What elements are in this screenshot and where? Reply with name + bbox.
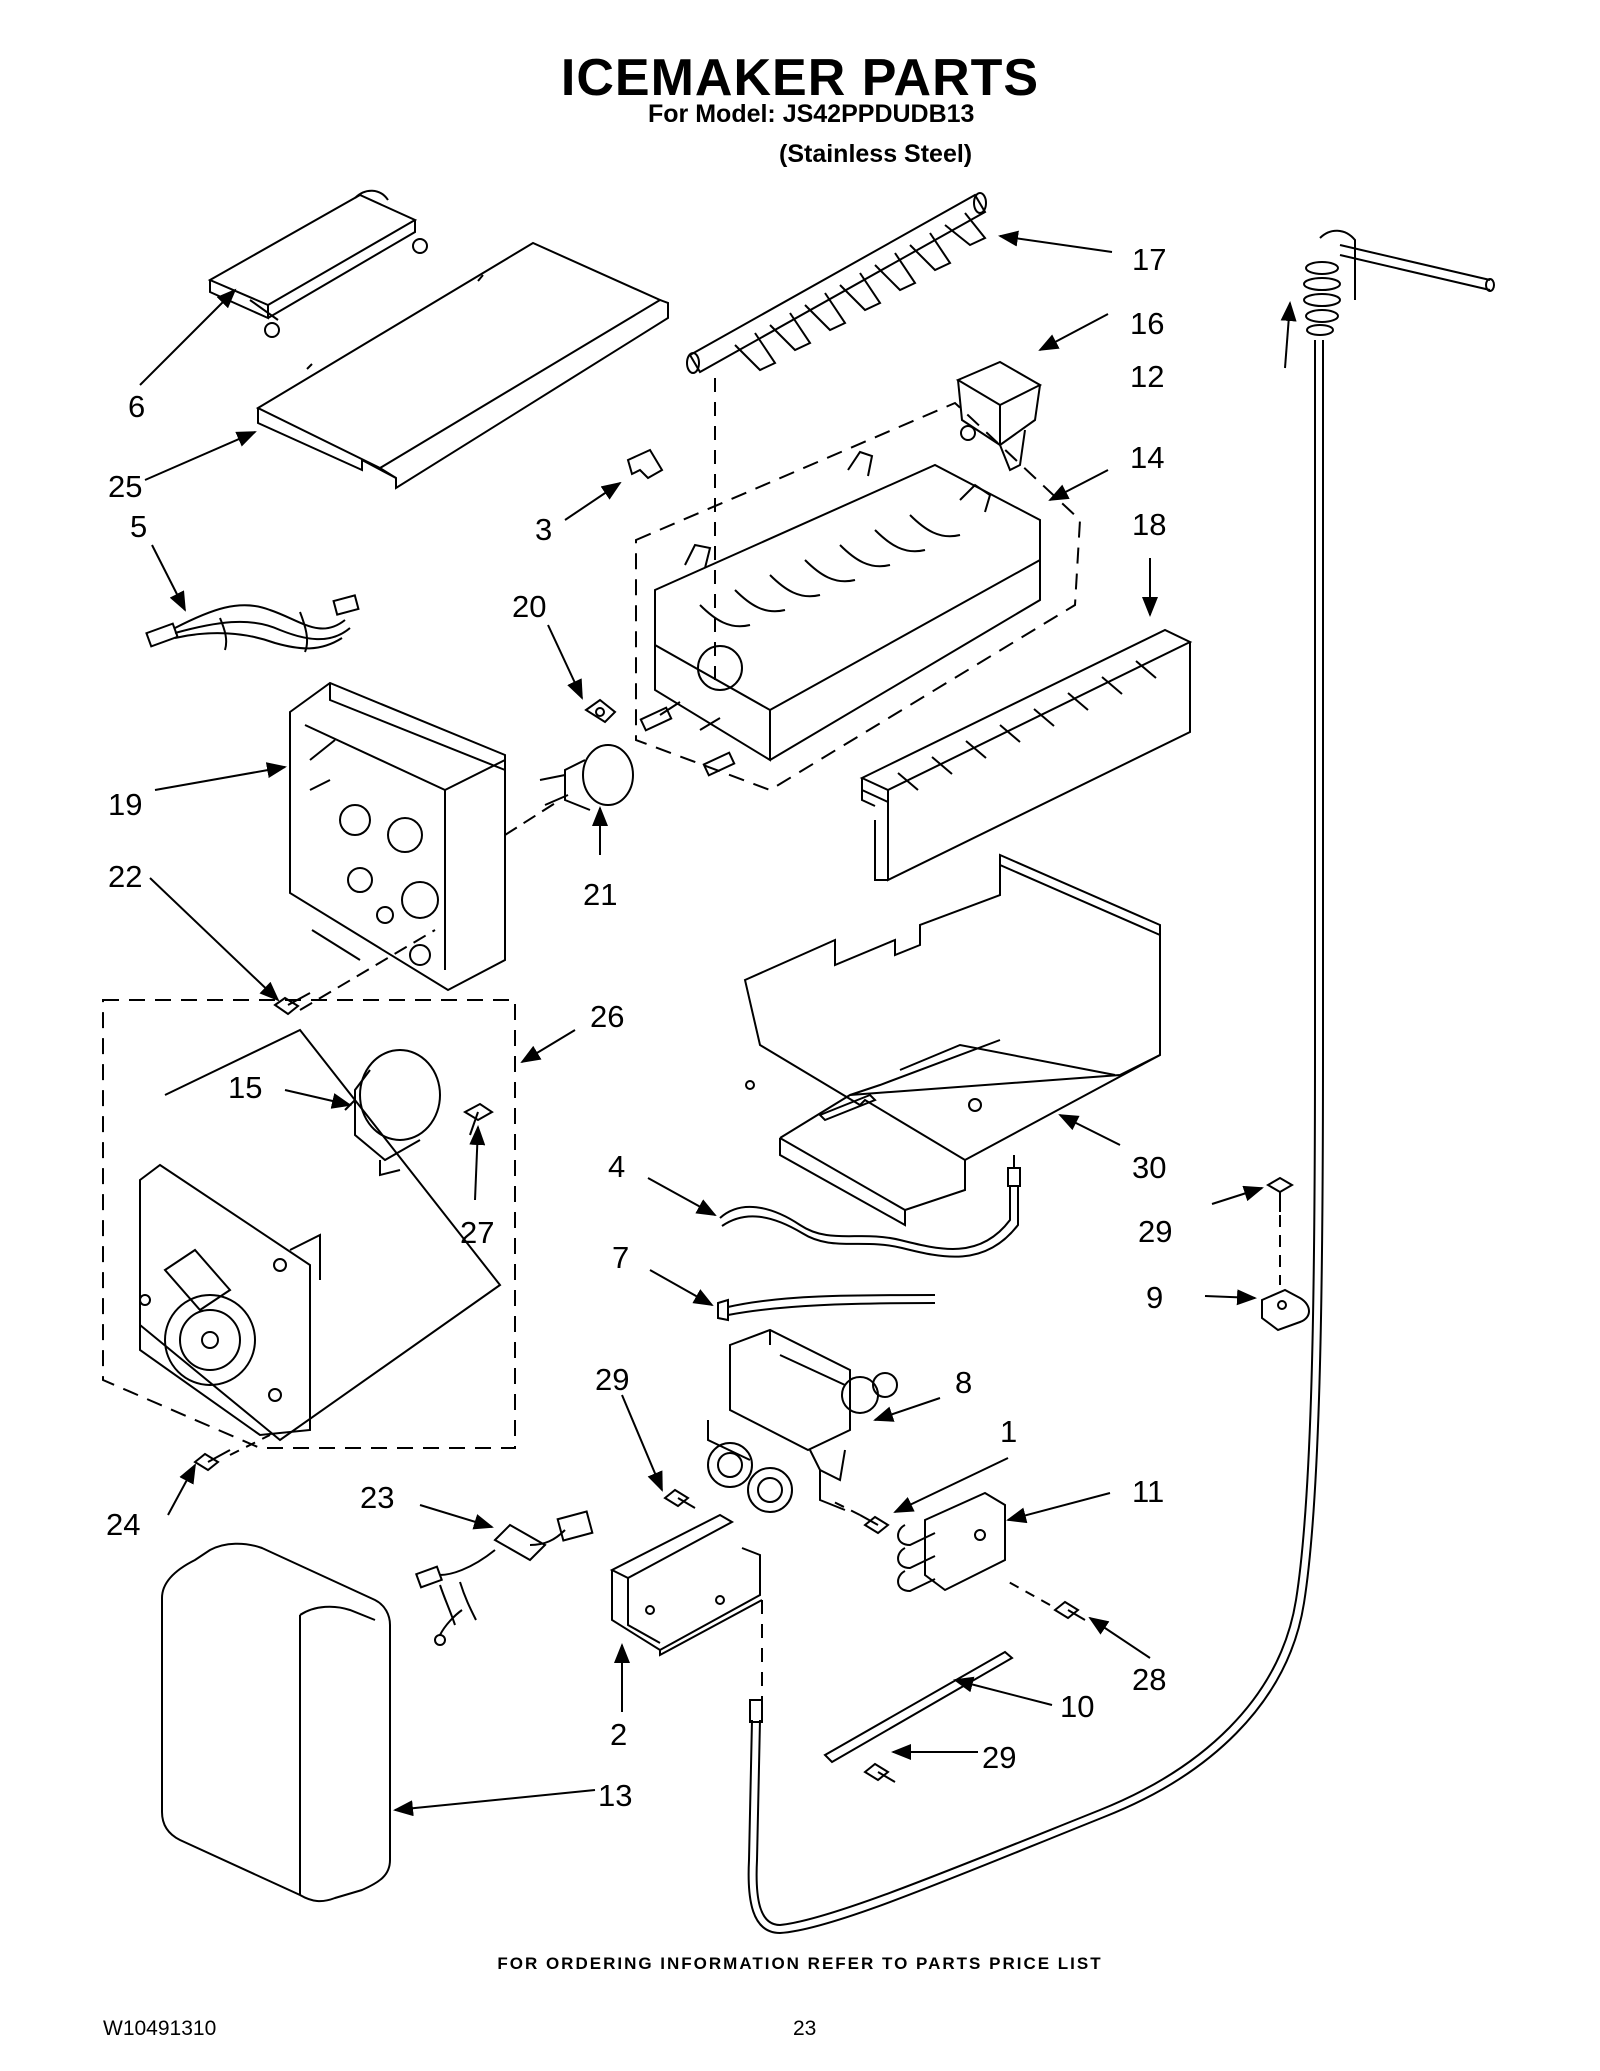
callout-2: 2	[610, 1717, 627, 1752]
callout-leaders	[139, 230, 1297, 1817]
callout-1: 1	[1000, 1414, 1017, 1449]
callout-3: 3	[535, 512, 552, 547]
callout-30: 30	[1132, 1150, 1166, 1185]
callout-28: 28	[1132, 1662, 1166, 1697]
part-23-wire-harness	[414, 1510, 594, 1646]
part-12-water-line	[747, 229, 1495, 1935]
callout-29-upper: 29	[1138, 1214, 1172, 1249]
callout-7: 7	[612, 1240, 629, 1275]
part-20-clip	[584, 698, 617, 724]
page-number: 23	[793, 2017, 817, 2040]
alignment-line	[504, 799, 561, 836]
callout-26: 26	[590, 999, 624, 1034]
callout-20: 20	[512, 589, 546, 624]
callout-6: 6	[128, 389, 145, 424]
part-26-motor-assembly	[102, 999, 516, 1449]
model-subtitle: For Model: JS42PPDUDB13	[648, 100, 975, 128]
callout-29-middle: 29	[595, 1362, 629, 1397]
part-7-tube	[717, 1294, 936, 1322]
part-6-shelf-bracket	[207, 189, 428, 338]
callout-16: 16	[1130, 306, 1164, 341]
part-15-motor	[344, 1049, 441, 1177]
part-18-ice-stripper	[859, 628, 1193, 882]
part-28-screw	[1053, 1600, 1086, 1621]
part-19-control-housing	[289, 681, 506, 992]
ordering-note: FOR ORDERING INFORMATION REFER TO PARTS …	[497, 1954, 1103, 1973]
part-9-clip	[1261, 1288, 1310, 1332]
part-29-screw-lower	[863, 1762, 896, 1783]
callout-21: 21	[583, 877, 617, 912]
part-10-strip	[823, 1650, 1014, 1764]
finish-subtitle: (Stainless Steel)	[779, 140, 973, 168]
part-25-cover	[255, 241, 669, 490]
callout-18: 18	[1132, 507, 1166, 542]
page-title: ICEMAKER PARTS	[560, 49, 1040, 107]
callout-12: 12	[1130, 359, 1164, 394]
part-3-clip	[626, 448, 664, 480]
callout-24: 24	[106, 1507, 140, 1542]
alignment-line	[299, 929, 436, 1011]
callout-19: 19	[108, 787, 142, 822]
callout-11: 11	[1132, 1474, 1164, 1509]
part-2-bracket	[609, 1513, 763, 1657]
alignment-line	[229, 1434, 271, 1456]
callout-25: 25	[108, 469, 142, 504]
callout-27: 27	[460, 1215, 494, 1250]
callout-15: 15	[228, 1070, 262, 1105]
callout-5: 5	[130, 509, 147, 544]
callout-9: 9	[1146, 1280, 1163, 1315]
callout-23: 23	[360, 1480, 394, 1515]
part-5-wire-harness	[145, 594, 360, 653]
part-4-fill-tube	[719, 1155, 1021, 1258]
part-29-screw	[663, 1488, 696, 1509]
callout-14: 14	[1130, 440, 1164, 475]
part-16-fill-cup	[955, 360, 1043, 472]
part-8-water-valve	[707, 1328, 898, 1513]
callout-4: 4	[608, 1149, 625, 1184]
callout-22: 22	[108, 859, 142, 894]
callout-8: 8	[955, 1365, 972, 1400]
part-14-mold	[635, 401, 1082, 792]
part-22-screw	[273, 992, 311, 1016]
part-11-clamp	[897, 1491, 1006, 1593]
part-17-ejector-blades	[686, 192, 987, 374]
part-24-screw	[193, 1449, 231, 1472]
part-21-thermostat	[539, 744, 634, 811]
alignment-line	[829, 1499, 861, 1516]
callout-numbers: 1 2 3 4 5 6 7 8 9 10 11 12 13 14 15 16 1…	[106, 242, 1172, 1813]
callout-17: 17	[1132, 242, 1166, 277]
callout-10: 10	[1060, 1689, 1094, 1724]
callout-29-lower: 29	[982, 1740, 1016, 1775]
part-1-screw	[859, 1514, 890, 1535]
document-number: W10491310	[103, 2017, 217, 2040]
part-30-bin	[743, 853, 1161, 1227]
callout-13: 13	[598, 1778, 632, 1813]
part-29-screw-upper	[1266, 1176, 1294, 1212]
part-13-cover-box	[161, 1542, 391, 1903]
alignment-line	[1004, 1579, 1051, 1606]
